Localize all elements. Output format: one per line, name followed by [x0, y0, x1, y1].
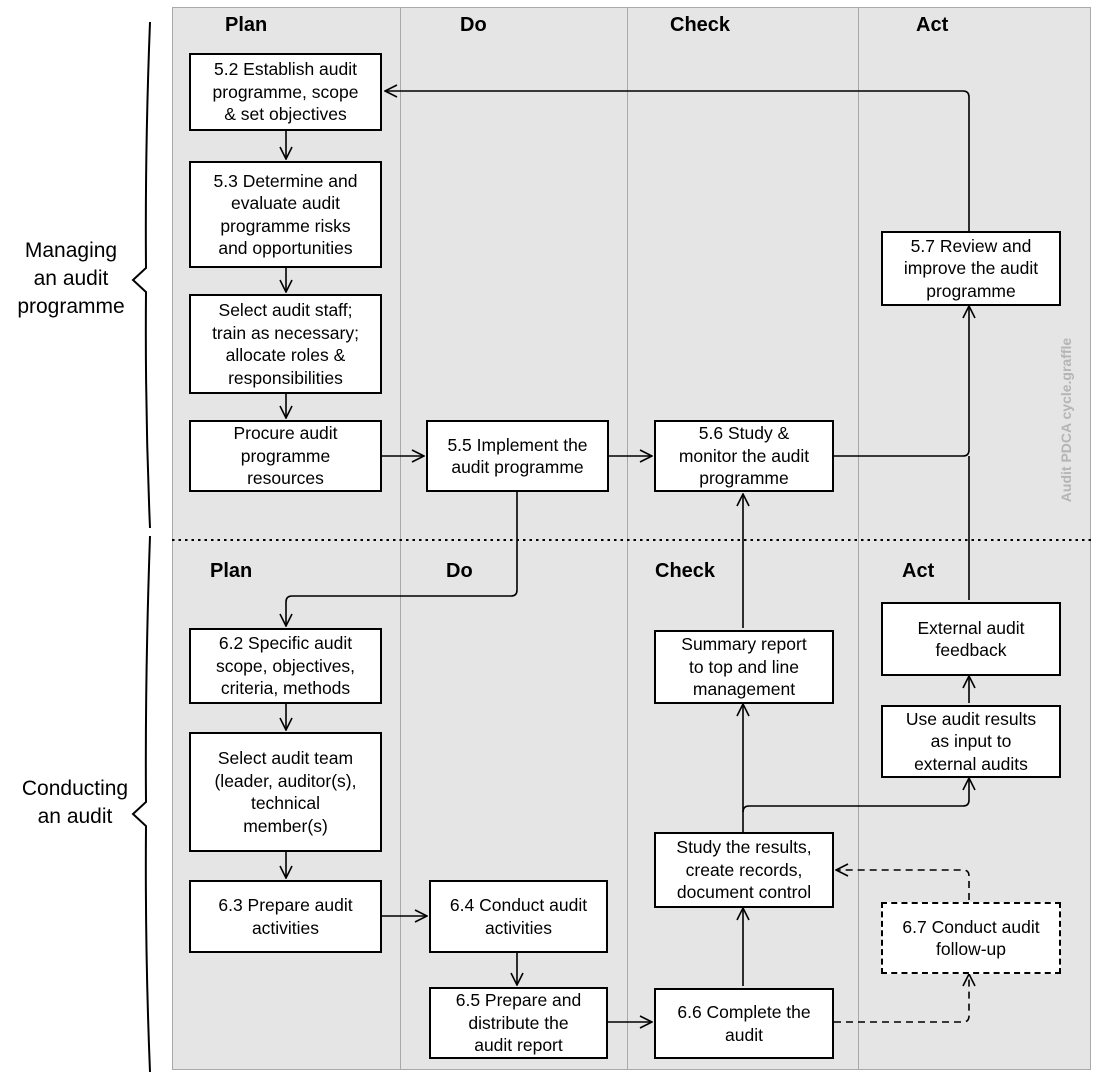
bottom-act-header: Act [902, 560, 935, 582]
arrow-56-57 [834, 306, 969, 457]
arrow-67-study-dashed [836, 870, 970, 900]
bottom-plan-header: Plan [210, 560, 253, 582]
top-do-header: Do [460, 14, 487, 36]
box-6-6-complete-audit: 6.6 Complete the audit [654, 988, 834, 1059]
box-6-2-specific-scope: 6.2 Specific audit scope, objectives, cr… [189, 628, 382, 704]
arrow-66-67-dashed [834, 974, 969, 1023]
box-5-2-establish-programme: 5.2 Establish audit programme, scope & s… [189, 53, 382, 131]
box-6-4-conduct-activities: 6.4 Conduct audit activities [429, 880, 608, 953]
arrow-57-52 [385, 91, 970, 231]
managing-brace [131, 21, 151, 529]
conducting-section-label: Conducting an audit [21, 777, 129, 828]
bottom-do-header: Do [446, 560, 473, 582]
box-5-6-study-monitor: 5.6 Study & monitor the audit programme [654, 420, 834, 492]
arrow-study-useresults [742, 778, 969, 813]
box-study-results: Study the results, create records, docum… [654, 832, 834, 908]
box-select-audit-staff: Select audit staff; train as necessary; … [189, 294, 382, 394]
bottom-check-header: Check [655, 560, 716, 582]
box-5-3-evaluate-risks: 5.3 Determine and evaluate audit program… [189, 161, 382, 268]
box-external-feedback: External audit feedback [881, 602, 1061, 676]
box-6-5-prepare-report: 6.5 Prepare and distribute the audit rep… [429, 987, 608, 1059]
box-procure-resources: Procure audit programme resources [189, 420, 382, 492]
box-6-7-follow-up: 6.7 Conduct audit follow-up [881, 902, 1061, 974]
arrow-55-62 [286, 492, 518, 626]
box-6-3-prepare-activities: 6.3 Prepare audit activities [189, 880, 382, 953]
box-use-audit-results: Use audit results as input to external a… [881, 705, 1061, 778]
top-act-header: Act [916, 14, 949, 36]
top-check-header: Check [670, 14, 731, 36]
lane-act [858, 7, 1091, 1070]
box-select-audit-team: Select audit team (leader, auditor(s), t… [189, 732, 382, 852]
top-plan-header: Plan [225, 14, 268, 36]
box-5-5-implement: 5.5 Implement the audit programme [426, 420, 609, 492]
managing-section-label: Managing an audit programme [17, 239, 125, 318]
conducting-brace [131, 535, 151, 1073]
box-summary-report: Summary report to top and line managemen… [654, 630, 834, 704]
box-5-7-review-improve: 5.7 Review and improve the audit program… [881, 231, 1061, 306]
